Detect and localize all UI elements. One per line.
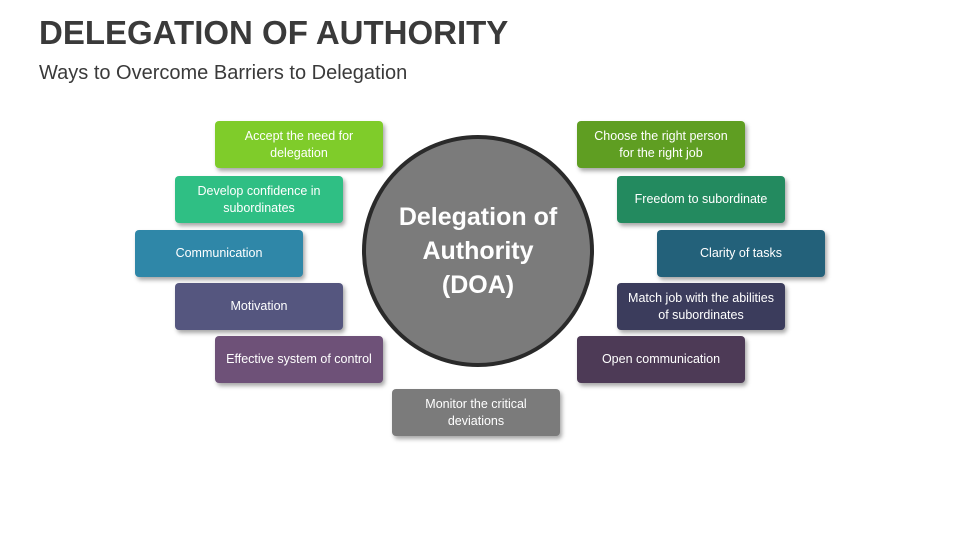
center-circle: Delegation of Authority (DOA)	[362, 135, 594, 367]
box-open-communication-label: Open communication	[601, 352, 721, 366]
box-clarity-label: Clarity of tasks	[700, 246, 782, 260]
box-freedom: Freedom to subordinate	[617, 176, 785, 223]
box-clarity: Clarity of tasks	[657, 230, 825, 277]
box-monitor-deviations: Monitor the critical deviations	[392, 389, 560, 436]
center-circle-label: Delegation of Authority (DOA)	[398, 203, 558, 299]
box-effective-control: Effective system of control	[215, 336, 383, 383]
box-motivation-label: Motivation	[230, 299, 288, 313]
box-right-person-label: Choose the right person for the right jo…	[594, 128, 728, 160]
box-match-job: Match job with the abilities of subordin…	[617, 283, 785, 330]
page-title: DELEGATION OF AUTHORITY	[39, 14, 509, 51]
box-open-communication: Open communication	[577, 336, 745, 383]
box-develop-confidence: Develop confidence in subordinates	[175, 176, 343, 223]
page-subtitle: Ways to Overcome Barriers to Delegation	[39, 62, 408, 84]
box-motivation: Motivation	[175, 283, 343, 330]
box-communication: Communication	[135, 230, 303, 277]
box-match-job-label: Match job with the abilities of subordin…	[628, 290, 774, 322]
box-right-person: Choose the right person for the right jo…	[577, 121, 745, 168]
box-freedom-label: Freedom to subordinate	[634, 192, 768, 206]
box-accept-need-label: Accept the need for delegation	[244, 128, 354, 160]
box-communication-label: Communication	[175, 246, 263, 260]
box-accept-need: Accept the need for delegation	[215, 121, 383, 168]
box-develop-confidence-label: Develop confidence in subordinates	[197, 183, 321, 215]
box-monitor-deviations-label: Monitor the critical deviations	[425, 396, 527, 428]
box-effective-control-label: Effective system of control	[226, 352, 372, 366]
